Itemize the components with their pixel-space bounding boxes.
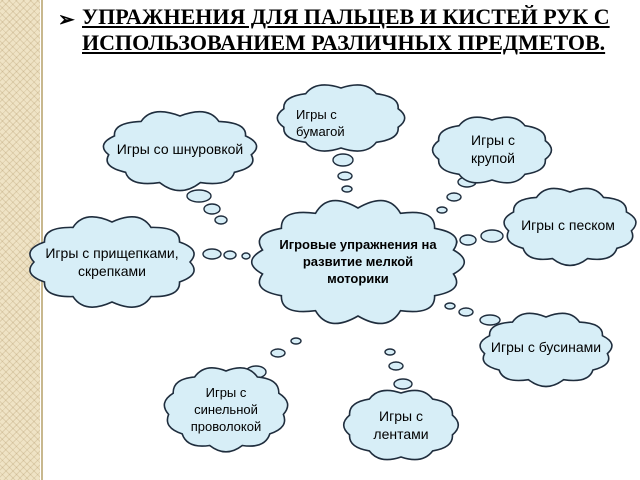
cloud-paper [276, 84, 406, 152]
connector-bubble-clips-1 [223, 250, 237, 260]
cloud-clips [29, 216, 195, 308]
connector-bubble-wire-2 [290, 337, 302, 345]
connector-bubble-clips-0 [202, 248, 222, 260]
connector-bubble-laces-1 [203, 203, 221, 215]
connector-bubble-grain-1 [446, 192, 462, 202]
cloud-label-sand: Игры с песком [521, 217, 615, 233]
cloud-label-laces: Игры со шнуровкой [116, 141, 244, 157]
cloud-grain [431, 116, 553, 184]
cloud-wire [163, 367, 289, 453]
connector-bubble-beads-0 [479, 314, 501, 326]
connector-bubble-ribbons-0 [393, 378, 413, 390]
cloud-ribbons [342, 389, 460, 461]
connector-bubble-paper-2 [341, 185, 353, 193]
cloud-laces [102, 110, 258, 192]
center-cloud [250, 199, 466, 325]
connector-bubble-beads-2 [444, 302, 456, 310]
decorative-strip-line [41, 0, 43, 480]
connector-bubble-laces-2 [214, 215, 228, 225]
cloud-label-wire: Игры с синельной проволокой [190, 384, 262, 434]
connector-bubble-grain-2 [436, 206, 448, 214]
cloud-sand [503, 187, 637, 267]
decorative-left-strip [0, 0, 40, 480]
title-line-1: УПРАЖНЕНИЯ ДЛЯ ПАЛЬЦЕВ И КИСТЕЙ РУК С [82, 4, 610, 29]
connector-bubble-clips-2 [241, 252, 251, 260]
connector-bubble-paper-0 [332, 153, 354, 167]
connector-bubble-paper-1 [337, 171, 353, 181]
connector-bubble-wire-1 [270, 348, 286, 358]
cloud-label-clips: Игры с прищепками, скрепками [45, 245, 179, 279]
cloud-label-grain: Игры с крупой [471, 132, 515, 166]
connector-bubble-laces-0 [186, 189, 212, 203]
cloud-label-beads: Игры с бусинами [490, 339, 602, 355]
title-line-2: ИСПОЛЬЗОВАНИЕМ РАЗЛИЧНЫХ ПРЕДМЕТОВ. [82, 30, 606, 55]
connector-bubble-ribbons-1 [388, 361, 404, 371]
connector-bubble-sand-1 [459, 234, 477, 246]
connector-bubble-beads-1 [458, 307, 474, 317]
connector-bubble-sand-0 [480, 229, 504, 243]
cloud-beads [479, 312, 613, 388]
cloud-label-ribbons: Игры с лентами [373, 408, 429, 442]
cloud-label-paper: Игры с бумагой [296, 107, 345, 139]
center-label: Игровые упражнения на развитие мелкой мо… [279, 236, 437, 286]
arrow-bullet-icon: ➢ [58, 9, 75, 31]
connector-bubble-ribbons-2 [384, 348, 396, 356]
